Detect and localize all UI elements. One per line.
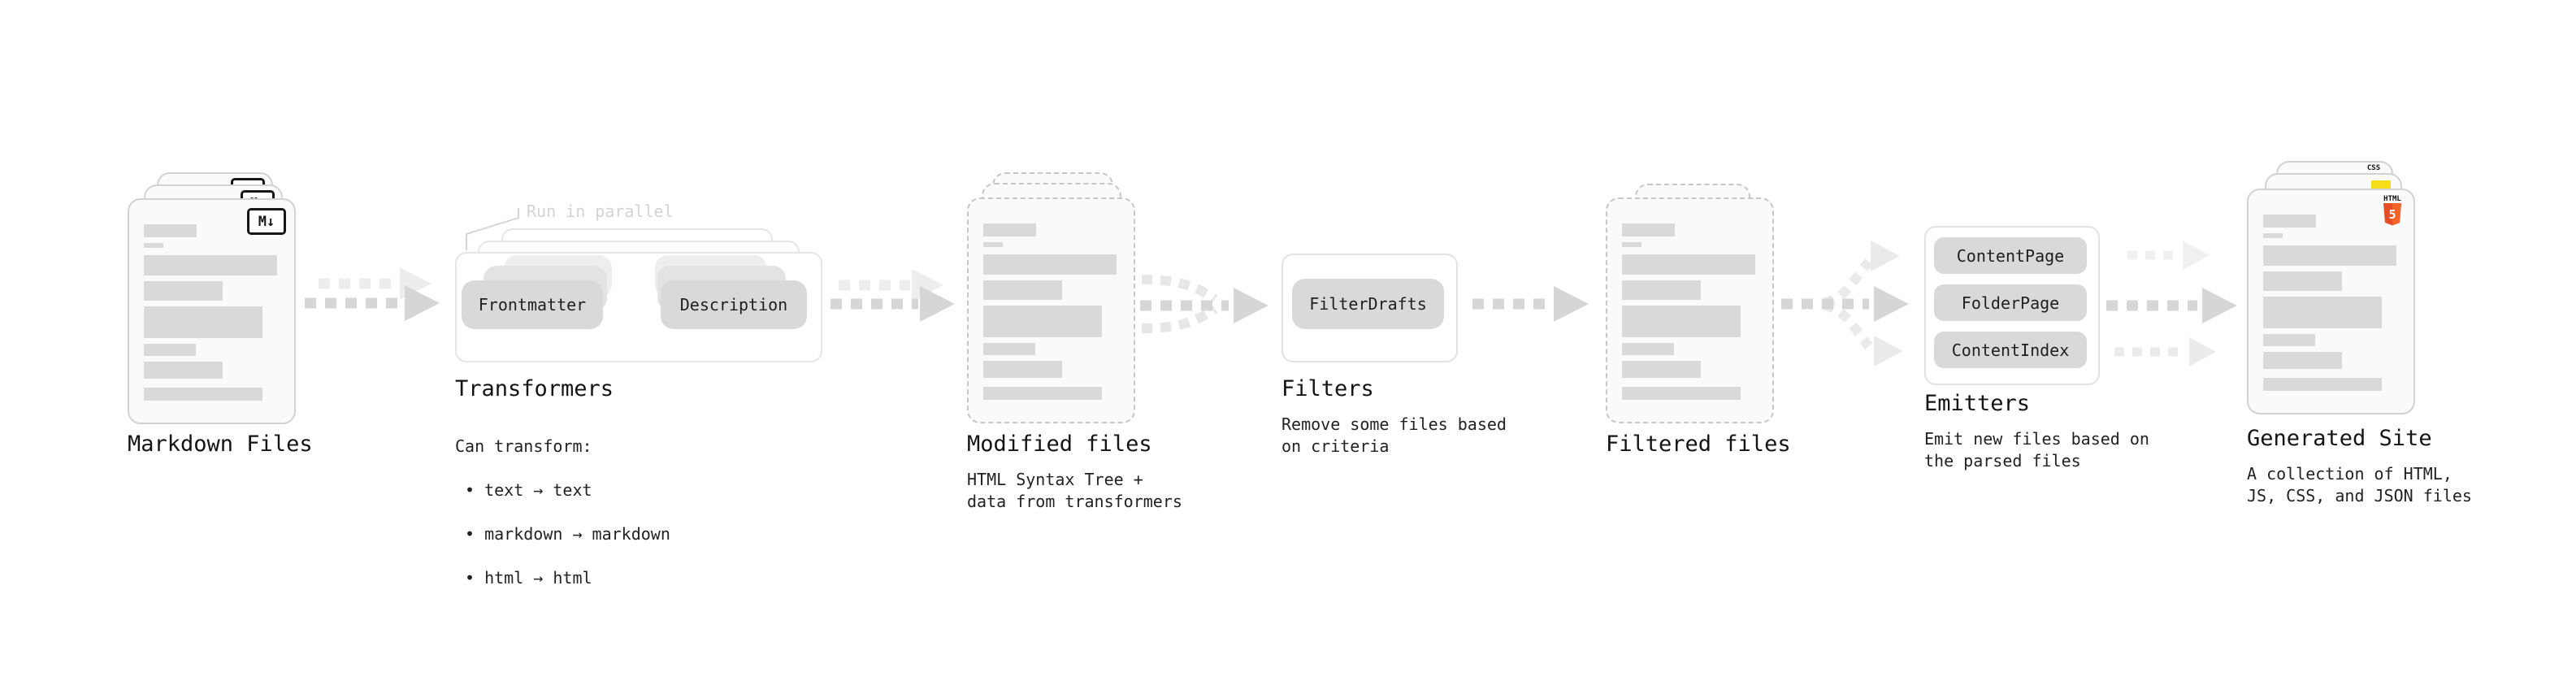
transformers-title: Transformers [455,376,614,401]
markdown-files-title: Markdown Files [128,432,313,457]
js-file-icon [2371,180,2391,189]
emitter-contentpage: ContentPage [1934,237,2087,274]
filtered-document-front [1606,197,1774,423]
run-in-parallel-bracket [466,208,519,250]
markdown-file-icon: M↓ [247,208,286,235]
generated-site-title: Generated Site [2247,426,2432,451]
arrow-transformers-to-modified [830,269,955,322]
markdown-files-stack: M↓ M↓ M↓ [128,171,300,424]
emitter-contentindex: ContentIndex [1934,332,2087,368]
transformer-frontmatter: Frontmatter [462,280,603,329]
html5-file-icon: HTML 5 [2381,195,2404,226]
arrow-emitters-to-generated [2106,241,2237,367]
emitters-title: Emitters [1924,391,2031,416]
modified-document-front [967,197,1135,423]
transformer-description: Description [661,280,807,329]
transformers-bullet: • html → html [465,568,592,588]
modified-files-title: Modified files [967,432,1152,457]
transformers-bullet: • text → text [465,480,592,500]
modified-files-subtitle: HTML Syntax Tree + data from transformer… [967,470,1182,511]
filter-filterdrafts: FilterDrafts [1292,279,1444,329]
markdown-document-front: M↓ [128,198,296,424]
filtered-files-title: Filtered files [1606,432,1791,457]
transformers-note-heading: Can transform: [455,436,592,456]
arrow-modified-to-filters [1140,275,1268,333]
run-in-parallel-annotation: Run in parallel [527,202,674,221]
generated-site-stack: CSS HTML 5 [2247,161,2419,421]
generated-site-subtitle: A collection of HTML, JS, CSS, and JSON … [2247,464,2472,505]
arrow-filtered-to-emitters [1781,241,1909,367]
filtered-files-stack [1606,184,1778,423]
emitter-folderpage: FolderPage [1934,284,2087,321]
filters-title: Filters [1281,376,1374,401]
filters-subtitle: Remove some files based on criteria [1281,414,1507,456]
svg-text:5: 5 [2388,207,2396,222]
emitters-subtitle: Emit new files based on the parsed files [1924,429,2149,471]
modified-files-stack [967,171,1139,423]
arrow-markdown-to-transformers [305,267,440,321]
transformers-note: Can transform: • text → text • markdown … [455,414,670,611]
arrow-filters-to-filtered [1472,286,1589,322]
html-document: HTML 5 [2247,189,2415,414]
transformers-bullet: • markdown → markdown [465,524,670,544]
